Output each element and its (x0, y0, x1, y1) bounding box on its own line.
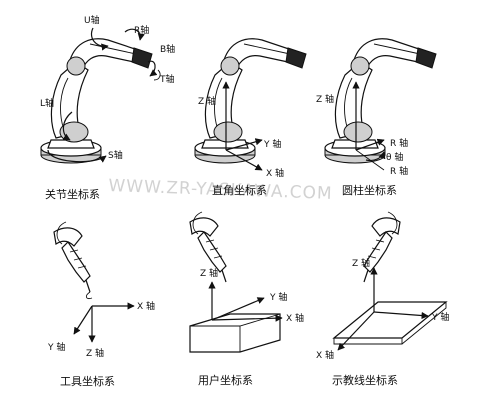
y-axis-arrow (225, 138, 263, 151)
caption-cylindrical: 圆柱坐标系 (342, 183, 397, 197)
s-axis-label: S轴 (108, 149, 123, 161)
r-axis-label-lower: R 轴 (390, 165, 408, 177)
caption-cartesian: 直角坐标系 (212, 183, 267, 197)
r-axis-label: R轴 (134, 24, 149, 36)
y-axis-arrow (373, 311, 429, 320)
b-axis-arc (147, 60, 158, 77)
caption-tool: 工具坐标系 (60, 374, 115, 388)
y-axis-label: Y 轴 (431, 311, 449, 323)
r-axis-arrow (355, 138, 385, 151)
robot-arm-joint (40, 38, 153, 164)
x-axis-arrow (337, 311, 375, 351)
l-axis-label: L轴 (40, 97, 54, 109)
y-axis-label: Y 轴 (269, 291, 287, 303)
caption-joint: 关节坐标系 (45, 187, 100, 201)
x-axis-arrow (211, 314, 283, 322)
y-axis-label: Y 轴 (47, 341, 65, 353)
z-axis-label: Z 轴 (86, 347, 104, 359)
robot-arm-cylindrical (324, 38, 437, 164)
x-axis-label: X 轴 (137, 300, 155, 312)
z-axis-label: Z 轴 (352, 257, 370, 269)
s-axis-arc (47, 149, 107, 163)
z-axis-label: Z 轴 (316, 93, 334, 105)
r-axis-line (355, 149, 385, 171)
panel-teaching-line-coordinates: Z 轴 Y 轴 X 轴 示教线坐标系 (316, 211, 449, 387)
t-axis-arc (153, 69, 161, 81)
t-axis-label: T轴 (159, 73, 175, 85)
panel-tool-coordinates: X 轴 Y 轴 Z 轴 工具坐标系 (47, 221, 155, 388)
y-axis-arrow (211, 297, 265, 321)
b-axis-label: B轴 (160, 43, 175, 55)
r-axis-arc (124, 28, 145, 41)
caption-user: 用户坐标系 (198, 373, 253, 387)
panel-cylindrical-coordinates: Z 轴 R 轴 θ 轴 R 轴 圆柱坐标系 (316, 38, 437, 197)
theta-axis-arc (365, 151, 386, 162)
z-axis-label: Z 轴 (198, 95, 216, 107)
workpiece-box (189, 313, 281, 353)
z-axis-label: Z 轴 (200, 267, 218, 279)
y-axis-arrow (73, 305, 93, 335)
tool-wrist (53, 227, 91, 293)
theta-axis-label: θ 轴 (386, 151, 403, 163)
teaching-plate (332, 301, 448, 339)
x-axis-label: X 轴 (266, 167, 284, 179)
panel-cartesian-coordinates: Z 轴 Y 轴 X 轴 直角坐标系 (194, 38, 307, 197)
teach-wrist (363, 217, 401, 283)
x-axis-label: X 轴 (316, 349, 334, 361)
caption-teaching-line: 示教线坐标系 (332, 373, 398, 387)
r-axis-label-upper: R 轴 (390, 137, 408, 149)
panel-user-coordinates: Z 轴 Y 轴 X 轴 用户坐标系 (189, 211, 304, 387)
y-axis-label: Y 轴 (263, 138, 281, 150)
panel-joint-coordinates: U轴 R轴 B轴 T轴 L轴 S轴 关节坐标系 (40, 14, 175, 201)
x-axis-arrow (225, 149, 263, 171)
x-axis-label: X 轴 (286, 312, 304, 324)
u-axis-label: U轴 (84, 14, 100, 26)
u-axis-arc (90, 27, 109, 51)
l-axis-arc (62, 111, 73, 141)
